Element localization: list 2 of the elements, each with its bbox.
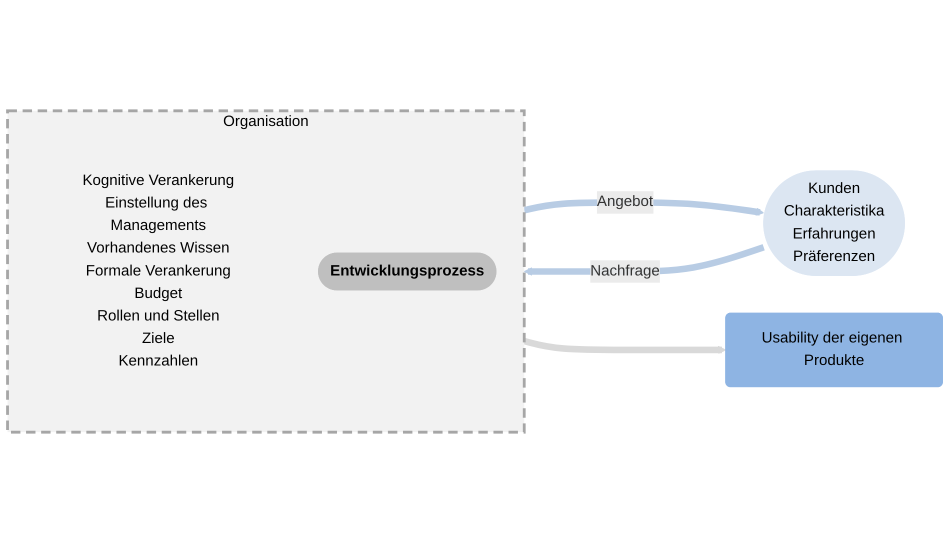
edge-label: Angebot [596, 194, 654, 210]
edge-label: Nachfrage [590, 263, 660, 280]
